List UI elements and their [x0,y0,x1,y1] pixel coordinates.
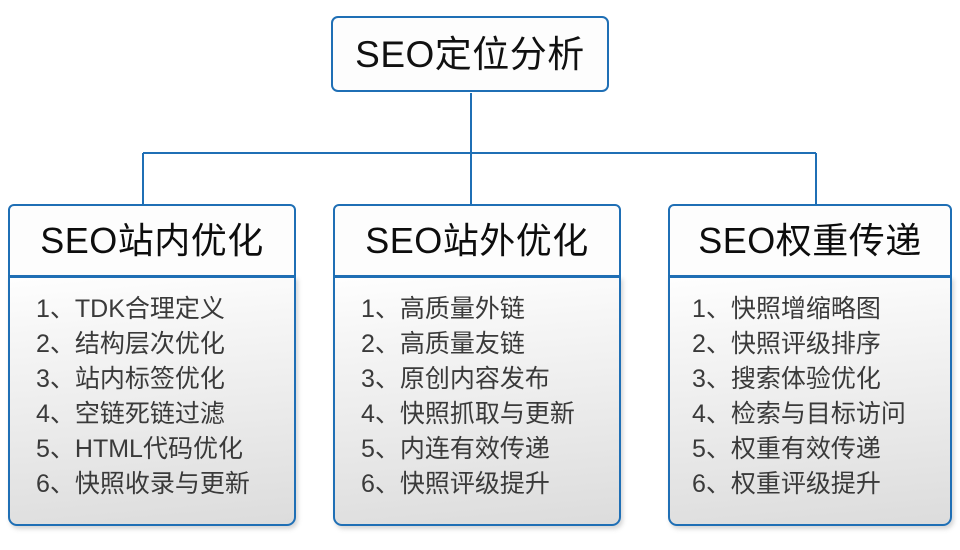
list-item-label: 内连有效传递 [399,435,550,463]
list-item-label: 结构层次优化 [74,330,225,358]
list-item: 2、高质量友链 [335,327,619,362]
list-item-index: 2、 [361,330,400,358]
column-header-label-1: SEO站内优化 [40,219,264,261]
list-item-label: 快照抓取与更新 [399,400,575,428]
list-item-label: 检索与目标访问 [730,400,906,428]
column-header-2[interactable]: SEO站外优化 [333,204,621,277]
list-item: 1、TDK合理定义 [10,292,294,327]
list-item-label: 高质量外链 [399,295,525,323]
list-item-label: 权重评级提升 [730,470,881,498]
list-item-index: 1、 [692,295,731,323]
list-item-index: 5、 [361,435,400,463]
root-node-label: SEO定位分析 [355,33,585,75]
list-item: 4、空链死链过滤 [10,397,294,432]
column-body-2: 1、高质量外链 2、高质量友链 3、原创内容发布 4、快照抓取与更新 5、内连有… [333,276,621,526]
list-item-index: 1、 [361,295,400,323]
list-item-label: 权重有效传递 [730,435,881,463]
list-item: 3、站内标签优化 [10,362,294,397]
list-item: 3、原创内容发布 [335,362,619,397]
list-item: 5、HTML代码优化 [10,432,294,467]
list-item-label: HTML代码优化 [74,435,243,463]
list-item-label: 站内标签优化 [74,365,225,393]
list-item: 4、快照抓取与更新 [335,397,619,432]
list-item: 4、检索与目标访问 [670,397,950,432]
list-item-index: 2、 [692,330,731,358]
list-item-label: 快照收录与更新 [74,470,250,498]
list-item-index: 6、 [361,470,400,498]
column-body-3: 1、快照增缩略图 2、快照评级排序 3、搜索体验优化 4、检索与目标访问 5、权… [668,276,952,526]
column-seo-onsite: SEO站内优化 1、TDK合理定义 2、结构层次优化 3、站内标签优化 4、空链… [8,204,296,526]
list-item-label: 快照评级提升 [399,470,550,498]
list-item: 6、权重评级提升 [670,467,950,502]
list-item-label: 搜索体验优化 [730,365,881,393]
column-header-label-3: SEO权重传递 [698,219,922,261]
list-item-index: 5、 [36,435,75,463]
list-item-label: 原创内容发布 [399,365,550,393]
column-body-1: 1、TDK合理定义 2、结构层次优化 3、站内标签优化 4、空链死链过滤 5、H… [8,276,296,526]
list-item-index: 2、 [36,330,75,358]
list-item-label: 高质量友链 [399,330,525,358]
list-item-index: 3、 [36,365,75,393]
list-item: 6、快照评级提升 [335,467,619,502]
list-item-index: 3、 [361,365,400,393]
list-item-index: 3、 [692,365,731,393]
column-header-1[interactable]: SEO站内优化 [8,204,296,277]
list-item: 2、快照评级排序 [670,327,950,362]
list-item: 1、高质量外链 [335,292,619,327]
list-item: 5、内连有效传递 [335,432,619,467]
column-header-3[interactable]: SEO权重传递 [668,204,952,277]
list-item-index: 6、 [692,470,731,498]
list-item-index: 4、 [692,400,731,428]
list-item: 2、结构层次优化 [10,327,294,362]
list-item-index: 4、 [361,400,400,428]
list-item: 3、搜索体验优化 [670,362,950,397]
list-item-label: TDK合理定义 [74,295,225,323]
list-item-index: 4、 [36,400,75,428]
list-item-index: 5、 [692,435,731,463]
column-seo-offsite: SEO站外优化 1、高质量外链 2、高质量友链 3、原创内容发布 4、快照抓取与… [333,204,621,526]
list-item-label: 快照增缩略图 [730,295,881,323]
list-item: 1、快照增缩略图 [670,292,950,327]
column-header-label-2: SEO站外优化 [365,219,589,261]
root-node[interactable]: SEO定位分析 [331,16,609,92]
list-item: 6、快照收录与更新 [10,467,294,502]
list-item-index: 1、 [36,295,75,323]
list-item-label: 快照评级排序 [730,330,881,358]
list-item: 5、权重有效传递 [670,432,950,467]
list-item-index: 6、 [36,470,75,498]
column-seo-weight-transfer: SEO权重传递 1、快照增缩略图 2、快照评级排序 3、搜索体验优化 4、检索与… [668,204,952,526]
list-item-label: 空链死链过滤 [74,400,225,428]
